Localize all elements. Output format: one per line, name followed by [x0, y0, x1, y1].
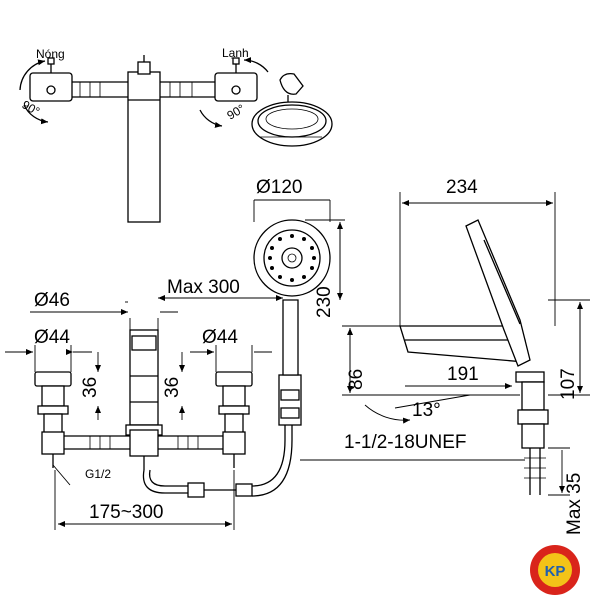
thread-spec: 1-1/2-18UNEF — [344, 432, 467, 453]
left-handle-height: 36 — [80, 377, 101, 398]
hot-label: Nóng — [36, 47, 65, 61]
max-300-label: Max 300 — [167, 277, 240, 298]
spout-reach: 191 — [447, 364, 479, 385]
side-height: 107 — [558, 368, 579, 400]
max-deck-thickness: Max 35 — [564, 473, 585, 535]
spout-depth: 234 — [446, 177, 478, 198]
side-view — [342, 192, 590, 496]
spout-angle: 13° — [412, 400, 441, 421]
spray-holes — [268, 234, 316, 282]
center-spread: 175~300 — [89, 502, 164, 523]
front-view — [5, 199, 525, 530]
right-handle-height: 36 — [162, 377, 183, 398]
hand-shower-length: 230 — [314, 286, 335, 318]
cold-label: Lạnh — [222, 46, 249, 60]
spout-diameter: Ø46 — [34, 290, 70, 311]
spout-height: 86 — [346, 369, 367, 390]
hand-shower-diameter: Ø120 — [256, 177, 302, 198]
left-handle-diameter: Ø44 — [34, 327, 70, 348]
rotation-cold-label: 90° — [225, 101, 248, 122]
top-view: Nóng Lạnh 90° 90° — [19, 46, 333, 223]
brand-logo: KP — [530, 545, 580, 595]
right-handle-diameter: Ø44 — [202, 327, 238, 348]
logo-text: KP — [545, 563, 566, 580]
connection-size: G1/2 — [85, 467, 111, 481]
